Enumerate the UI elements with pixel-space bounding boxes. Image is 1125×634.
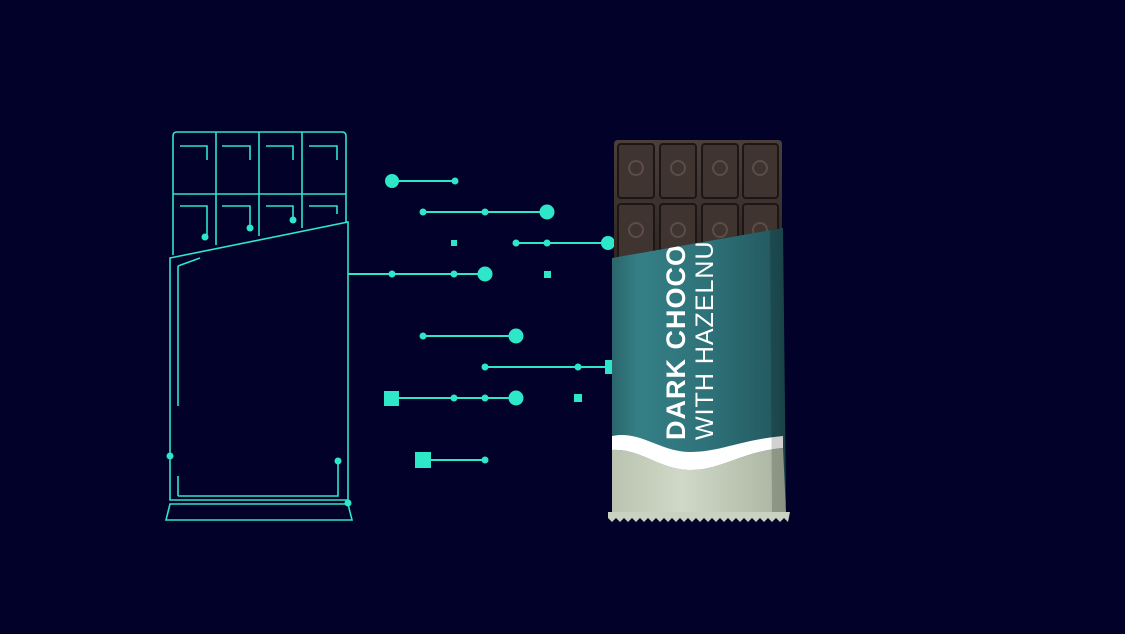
outline-piece-mark xyxy=(180,145,208,160)
outline-wrapper-detail xyxy=(178,462,339,497)
wrapper-sleeve xyxy=(612,228,786,505)
outline-piece-mark xyxy=(309,205,338,214)
circuit-lines xyxy=(348,174,619,468)
outline-nodes xyxy=(166,216,352,507)
outline-piece-mark xyxy=(266,145,294,160)
outline-wrapper-highlight xyxy=(177,257,201,267)
product-name-line2: WITH HAZELNUTS xyxy=(691,207,719,440)
product-name-line1: DARK CHOCOLATE xyxy=(661,172,691,440)
outline-chocolate-bar xyxy=(164,131,354,521)
chocolate-bar-product: DARK CHOCOLATE WITH HAZELNUTS xyxy=(608,140,790,522)
wrapper-bottom-panel xyxy=(612,448,786,512)
outline-piece-mark xyxy=(222,145,251,160)
outline-piece-mark xyxy=(222,205,251,228)
outline-piece-mark xyxy=(309,145,338,160)
wrapper-crimp-edge xyxy=(608,512,790,522)
wrapper-shadow xyxy=(770,228,786,512)
wrapper-wave-band xyxy=(612,434,783,470)
outline-piece-mark xyxy=(180,205,208,236)
outline-base xyxy=(164,503,354,521)
outline-wrapper xyxy=(169,221,349,501)
chocolate-piece-emboss xyxy=(628,160,768,238)
outline-piece-mark xyxy=(266,205,294,220)
